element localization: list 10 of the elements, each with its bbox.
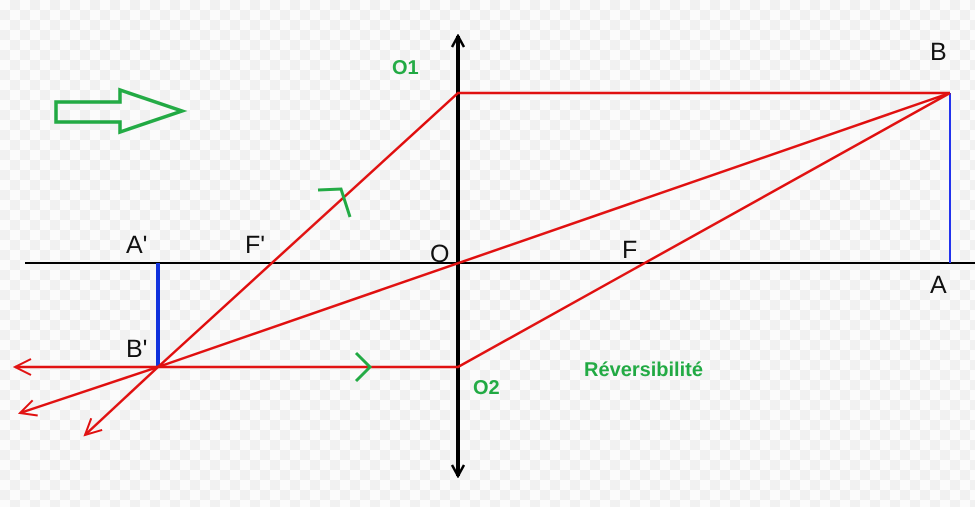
point-label: F': [245, 233, 266, 258]
point-label: A: [930, 273, 947, 298]
point-label: A': [126, 233, 148, 258]
lens-point-label: O2: [473, 378, 500, 398]
note-text: Réversibilité: [584, 360, 703, 380]
point-label: B: [930, 40, 947, 65]
point-label: B': [126, 337, 148, 362]
lens-point-label: O1: [392, 58, 419, 78]
point-label: O: [430, 242, 450, 267]
point-label: F: [622, 238, 638, 263]
